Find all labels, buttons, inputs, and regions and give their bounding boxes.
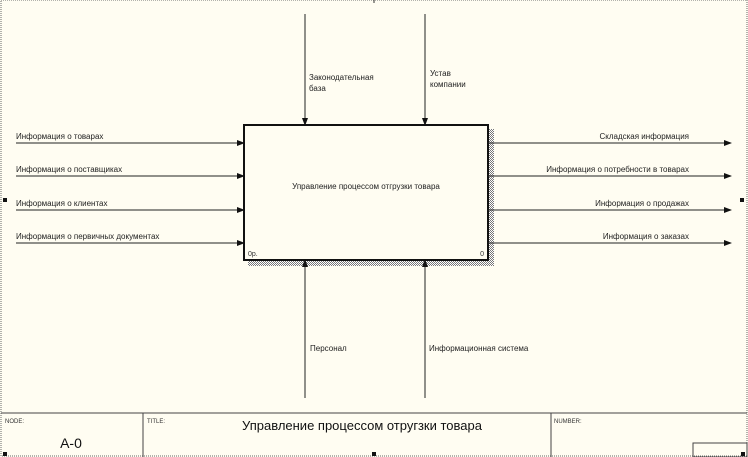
input-label: Информация о клиентах [16,199,108,208]
control-label: Устав [430,69,451,78]
diagram-title: Управление процессом отругзки товара [242,418,483,433]
function-cost: 0р. [248,251,258,258]
function-box[interactable]: Управление процессом отгрузки товара 0р.… [243,124,489,261]
selection-handle-right[interactable] [740,198,744,202]
output-label: Складская информация [599,132,689,141]
box-shadow-right [488,129,494,266]
input-arrow[interactable]: Информация о поставщиках [16,165,245,179]
mechanism-label: Информационная система [429,344,529,353]
title-label: TITLE: [147,419,165,425]
box-shadow-bottom [248,260,494,266]
mechanism-arrow[interactable]: Информационная система [422,259,529,398]
output-label: Информация о заказах [603,232,689,241]
control-label: компании [430,80,466,89]
selection-handle[interactable] [741,452,745,456]
input-label: Информация о товарах [16,132,103,141]
input-arrow[interactable]: Информация о первичных документах [16,232,245,246]
function-title: Управление процессом отгрузки товара [292,182,440,191]
control-label: Законодательная [309,73,374,82]
node-value: A-0 [60,435,82,451]
output-arrow[interactable]: Информация о продажах [488,199,732,213]
title-frame: NODE: A-0 TITLE: Управление процессом от… [1,412,748,457]
control-arrow[interactable]: Устав компании [422,14,466,126]
mechanism-arrow[interactable]: Персонал [302,259,347,398]
input-label: Информация о поставщиках [16,165,122,174]
function-number: 0 [480,251,484,258]
node-label: NODE: [5,419,24,425]
input-arrow[interactable]: Информация о клиентах [16,199,245,213]
selection-handle[interactable] [372,452,376,456]
output-arrow[interactable]: Информация о потребности в товарах [488,165,732,179]
output-arrow[interactable]: Складская информация [488,132,732,146]
selection-handle[interactable] [3,452,7,456]
control-arrow[interactable]: Законодательная база [302,14,374,126]
output-label: Информация о продажах [595,199,689,208]
control-label: база [309,84,326,93]
input-arrow[interactable]: Информация о товарах [16,132,245,146]
number-label: NUMBER: [554,419,582,425]
input-label: Информация о первичных документах [16,232,159,241]
selection-handle-left[interactable] [3,198,7,202]
output-label: Информация о потребности в товарах [546,165,689,174]
mechanism-label: Персонал [310,344,347,353]
output-arrow[interactable]: Информация о заказах [488,232,732,246]
